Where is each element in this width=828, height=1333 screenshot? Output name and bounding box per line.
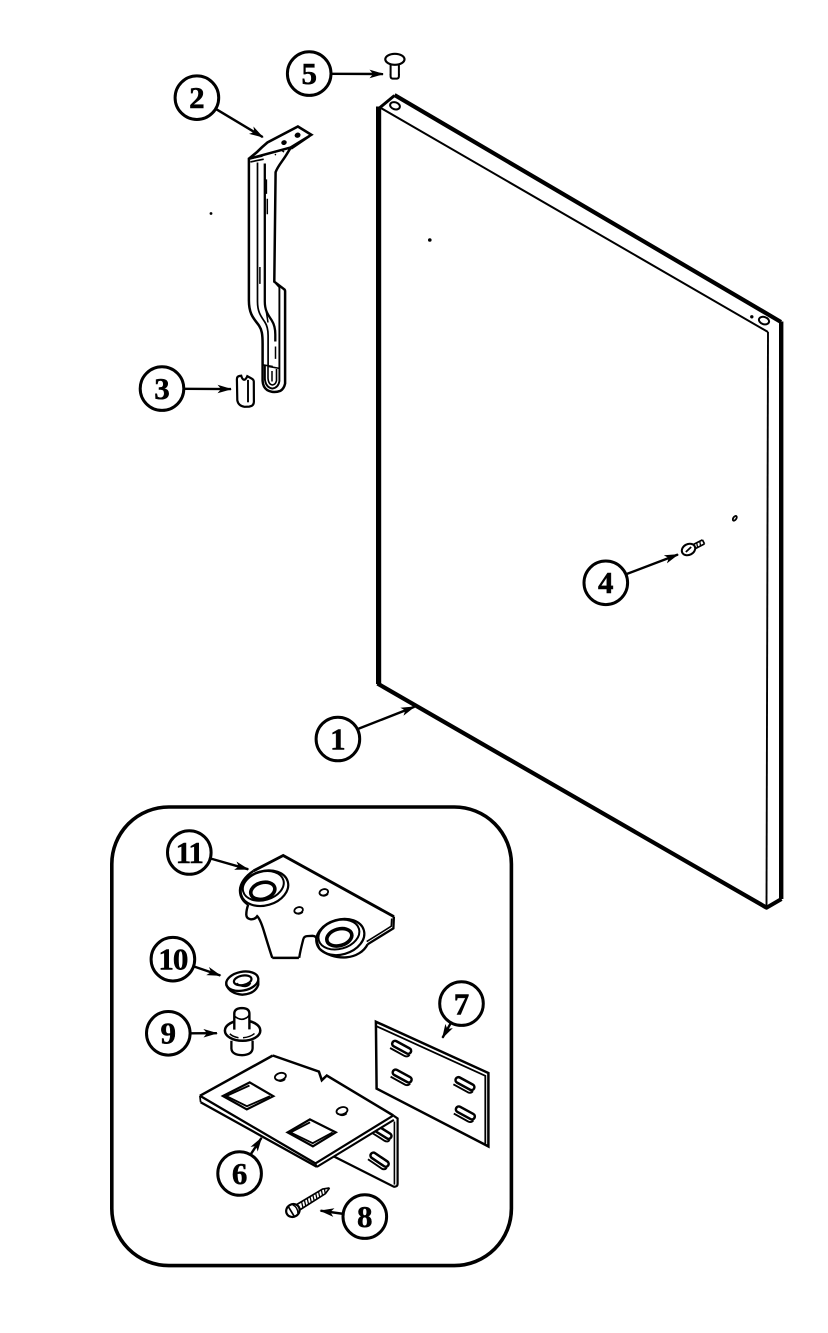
svg-text:3: 3 <box>154 371 170 406</box>
svg-text:1: 1 <box>330 721 346 756</box>
svg-text:7: 7 <box>454 987 470 1022</box>
svg-text:9: 9 <box>161 1016 177 1051</box>
svg-text:8: 8 <box>357 1199 373 1234</box>
svg-text:4: 4 <box>598 565 614 600</box>
svg-text:6: 6 <box>232 1156 248 1191</box>
svg-text:5: 5 <box>301 56 317 91</box>
svg-text:10: 10 <box>158 942 188 977</box>
svg-text:11: 11 <box>176 835 203 870</box>
svg-text:2: 2 <box>189 80 205 115</box>
